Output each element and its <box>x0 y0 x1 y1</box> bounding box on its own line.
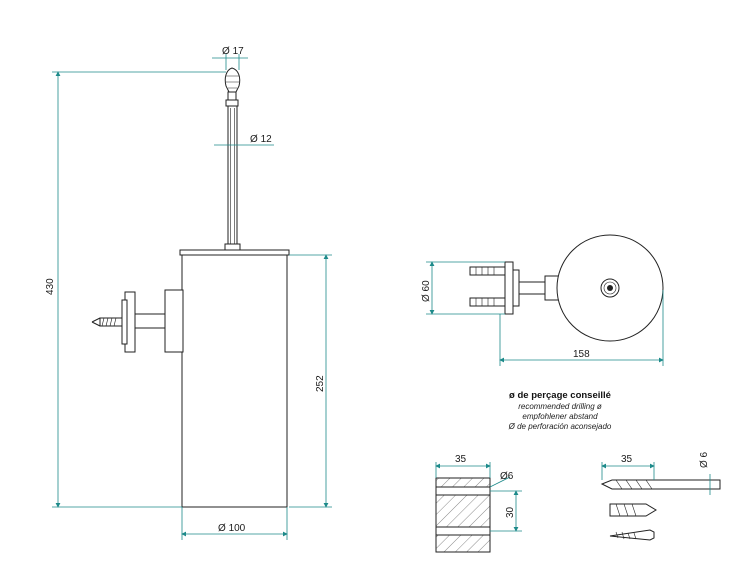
dim-wall-projection: 158 <box>499 290 664 366</box>
dim-rod-diameter: Ø 12 <box>214 134 274 146</box>
dim-total-height: 430 <box>45 71 226 508</box>
svg-text:empfohlener abstand: empfohlener abstand <box>522 412 598 421</box>
holder-top-circle <box>556 234 664 342</box>
dim-hole-spacing: 30 <box>505 506 516 518</box>
dim-drill-length: 35 <box>621 454 633 465</box>
dim-bracket-height: Ø 60 <box>421 261 505 315</box>
svg-text:Ø 100: Ø 100 <box>218 523 246 534</box>
dim-holder-height: 252 <box>289 254 332 508</box>
svg-text:Ø 12: Ø 12 <box>250 134 272 145</box>
svg-text:430: 430 <box>45 278 56 295</box>
svg-text:ø de perçage conseillé: ø de perçage conseillé <box>509 390 611 401</box>
svg-text:Ø 17: Ø 17 <box>222 46 244 57</box>
svg-text:recommended drilling ø: recommended drilling ø <box>518 402 602 411</box>
wall-bracket-side <box>91 289 184 353</box>
wall-anchor <box>609 503 657 517</box>
screw <box>609 529 655 541</box>
finial-knob <box>224 67 241 107</box>
svg-text:Ø de perforación aconsejado: Ø de perforación aconsejado <box>508 422 612 431</box>
dim-hole-diameter: Ø6 <box>500 471 514 482</box>
drilling-note: ø de perçage conseillé recommended drill… <box>508 390 612 431</box>
front-view: Ø 17 Ø 12 430 252 Ø 100 <box>45 46 332 540</box>
fixing-kit: 35 Ø 6 <box>600 451 721 541</box>
brush-rod <box>224 105 241 251</box>
svg-text:158: 158 <box>573 349 590 360</box>
hole-detail: 35 Ø6 30 <box>435 454 522 553</box>
holder-body <box>179 249 290 508</box>
top-view: Ø 60 158 <box>421 234 664 366</box>
drill-bit <box>600 479 721 490</box>
dim-holder-diameter: Ø 100 <box>181 507 288 540</box>
wall-plate-top <box>469 261 560 315</box>
svg-text:Ø 60: Ø 60 <box>421 280 432 302</box>
svg-text:252: 252 <box>315 375 326 392</box>
dim-detail-width: 35 <box>455 454 467 465</box>
dim-drill-diameter: Ø 6 <box>699 451 710 468</box>
dim-finial-diameter: Ø 17 <box>212 46 248 70</box>
